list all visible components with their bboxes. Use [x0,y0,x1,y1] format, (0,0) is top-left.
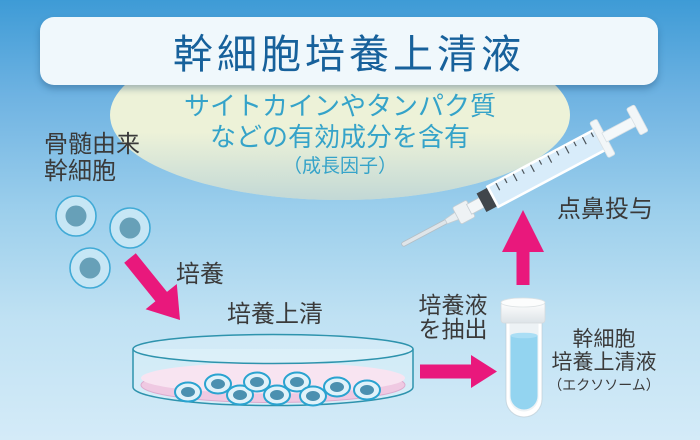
petri-dish-icon [132,333,414,407]
dish-cells [174,371,381,407]
vial-label-line3: （エクソソーム） [548,377,660,393]
extract-line2: を抽出 [418,316,488,342]
source-cells-line2: 幹細胞 [44,158,116,185]
culture-label: 培養 [176,261,224,288]
extract-label: 培養液 を抽出 [414,293,492,341]
vial-label: 幹細胞 培養上清液 （エクソソーム） [547,328,661,393]
title-banner: 幹細胞培養上清液 [40,17,658,85]
supernatant-label: 培養上清 [227,301,323,328]
extract-arrow-icon [420,355,497,388]
extract-line1: 培養液 [418,292,488,318]
administration-arrow-icon [502,210,544,285]
source-cells-label: 骨髄由来 幹細胞 [44,131,140,185]
bubble-line2: などの有効成分を含有 [209,122,470,152]
syringe-icon [401,104,649,247]
vial-label-line1: 幹細胞 [572,328,636,351]
vial-label-line2: 培養上清液 [551,351,657,374]
culture-arrow-icon [124,253,180,320]
source-cells-line1: 骨髄由来 [44,131,140,158]
stem-cells-icon [55,195,151,289]
administration-label: 点鼻投与 [557,196,653,223]
bubble-line1: サイトカインやタンパク質 [183,91,496,121]
page-title: 幹細胞培養上清液 [173,33,525,77]
bubble-caption: （成長因子） [282,156,397,177]
vial-icon [500,297,546,418]
bubble-text: サイトカインやタンパク質 などの有効成分を含有 （成長因子） [115,91,565,178]
